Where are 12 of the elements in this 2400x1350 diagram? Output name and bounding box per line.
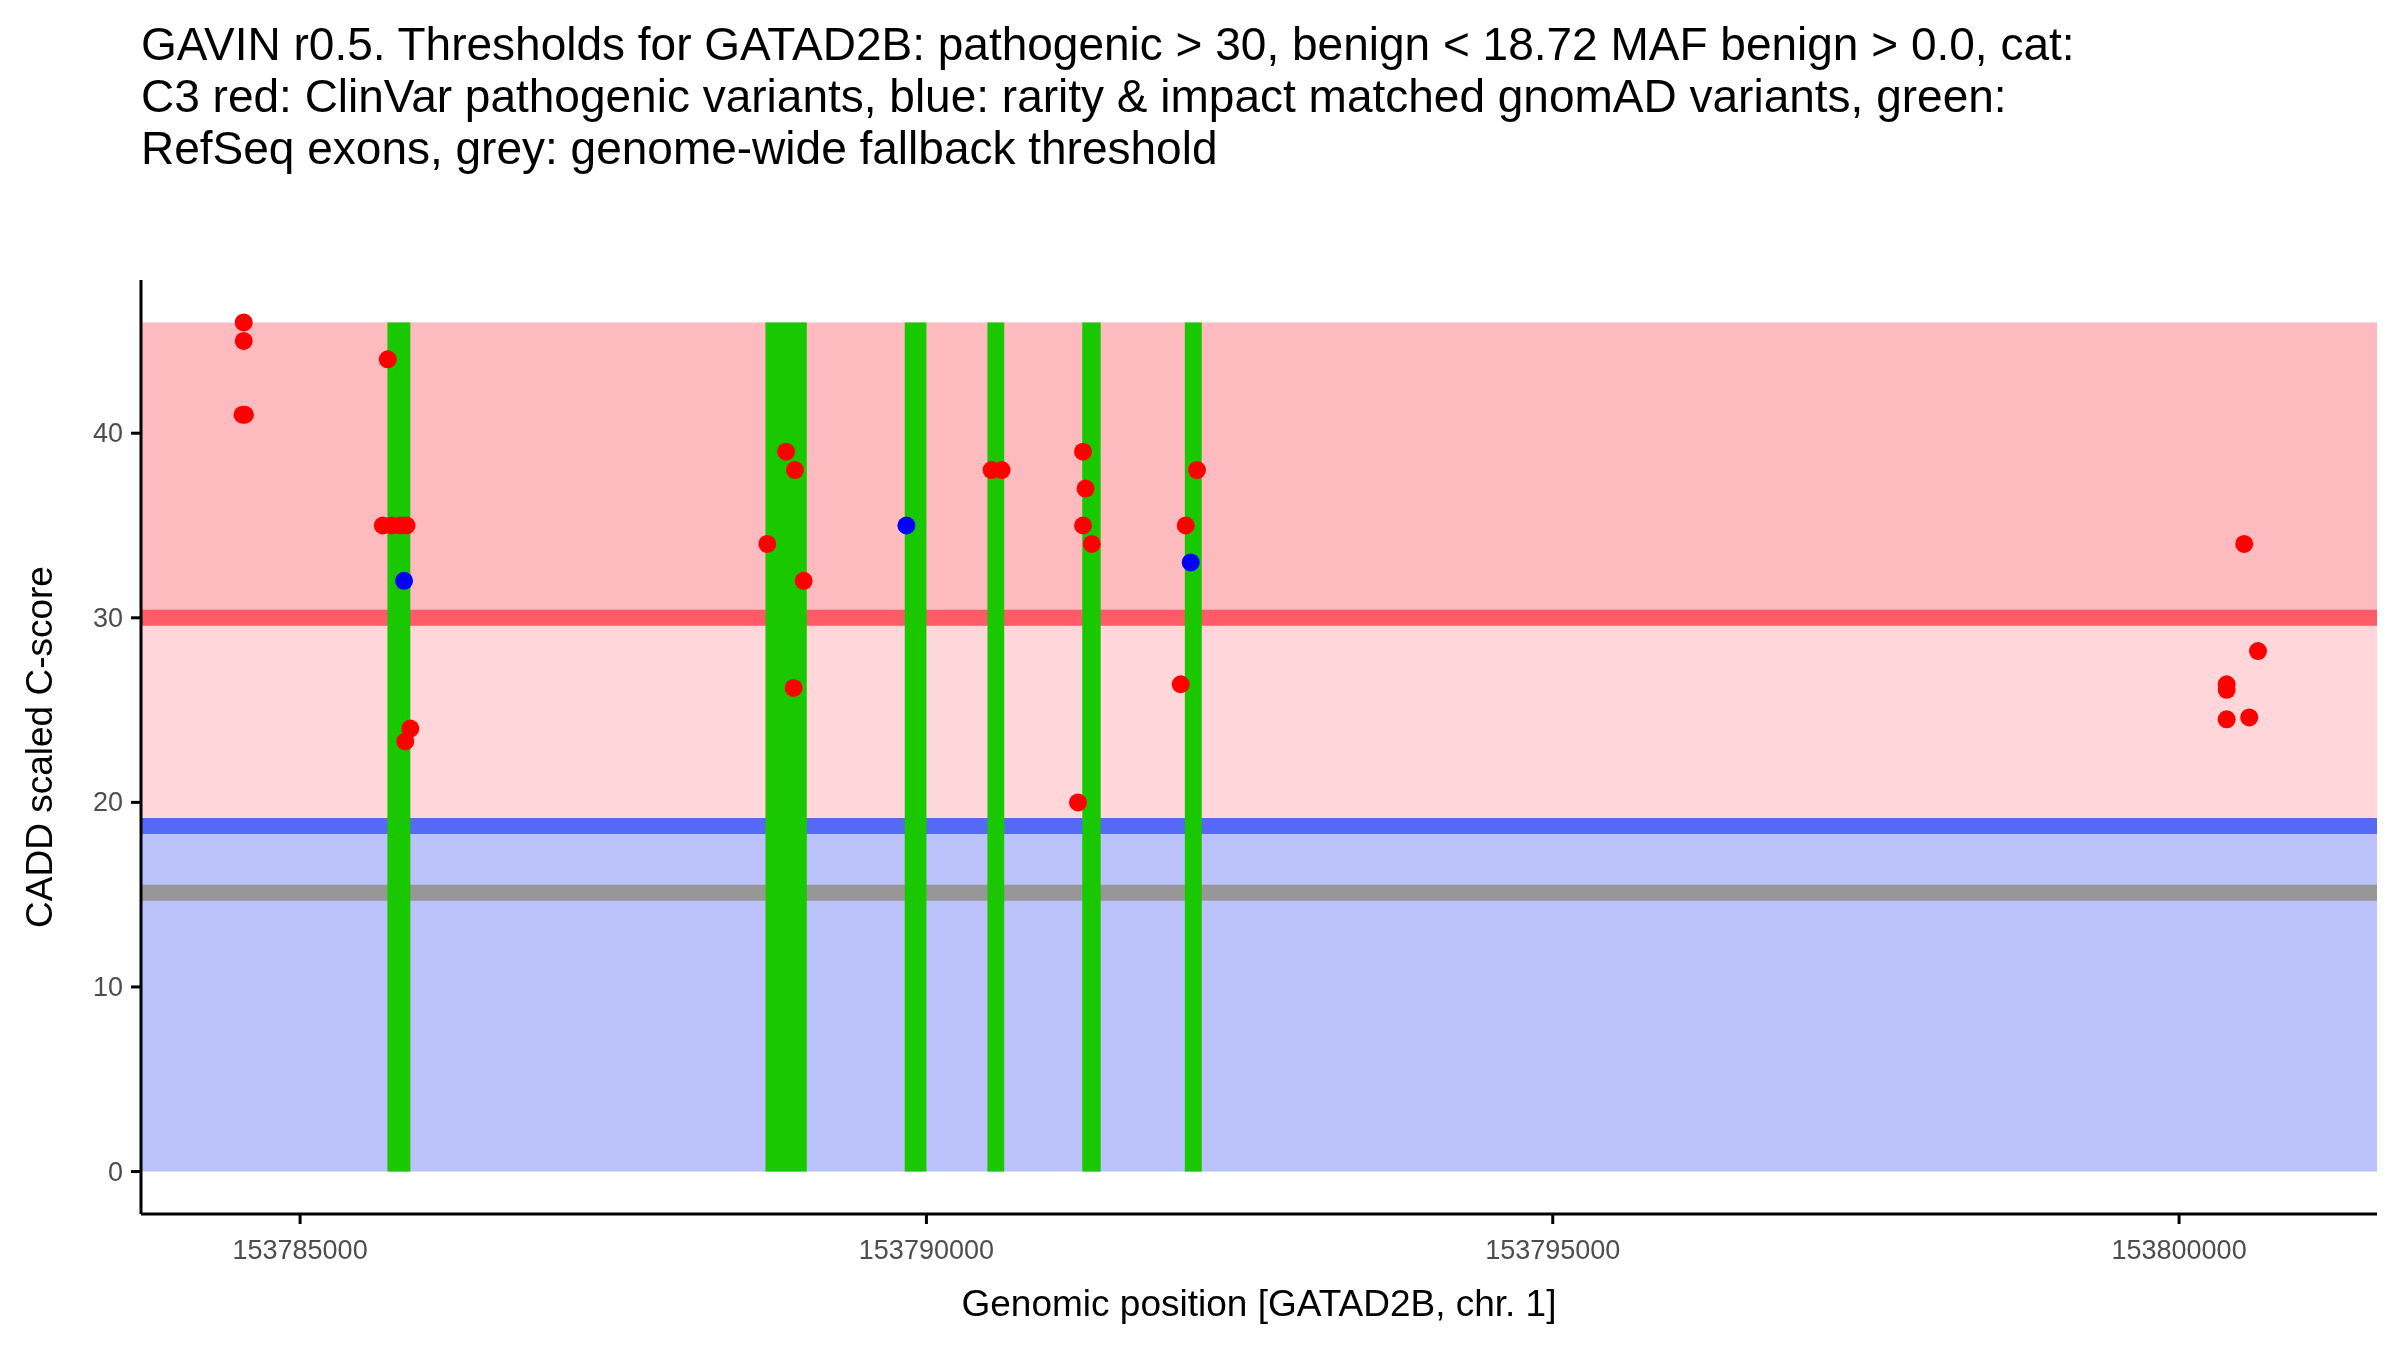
tick-label: 153795000 [1485,1235,1621,1265]
tick-label: 153785000 [232,1235,368,1265]
axis-title: Genomic position [GATAD2B, chr. 1] [961,1283,1557,1324]
chart-title: GAVIN r0.5. Thresholds for GATAD2B: pathogenic > 30, benign < 18.72 MAF benign > 0.0, cat: C3 red: ClinVar pathogenic variants, blue: rarity & impact matched gnomAD variants, green: RefSeq exons, grey: genome-wide fallback threshold [141,18,2076,174]
tick-label: 0 [107,1156,123,1187]
tick-label: 10 [92,971,123,1002]
axis-title: CADD scaled C-score [19,566,60,928]
tick-label: 153800000 [2111,1235,2247,1265]
tick-label: 20 [92,787,123,818]
tick-label: 30 [92,602,123,633]
tick-label: 40 [92,418,123,449]
tick-label: 153790000 [858,1235,994,1265]
